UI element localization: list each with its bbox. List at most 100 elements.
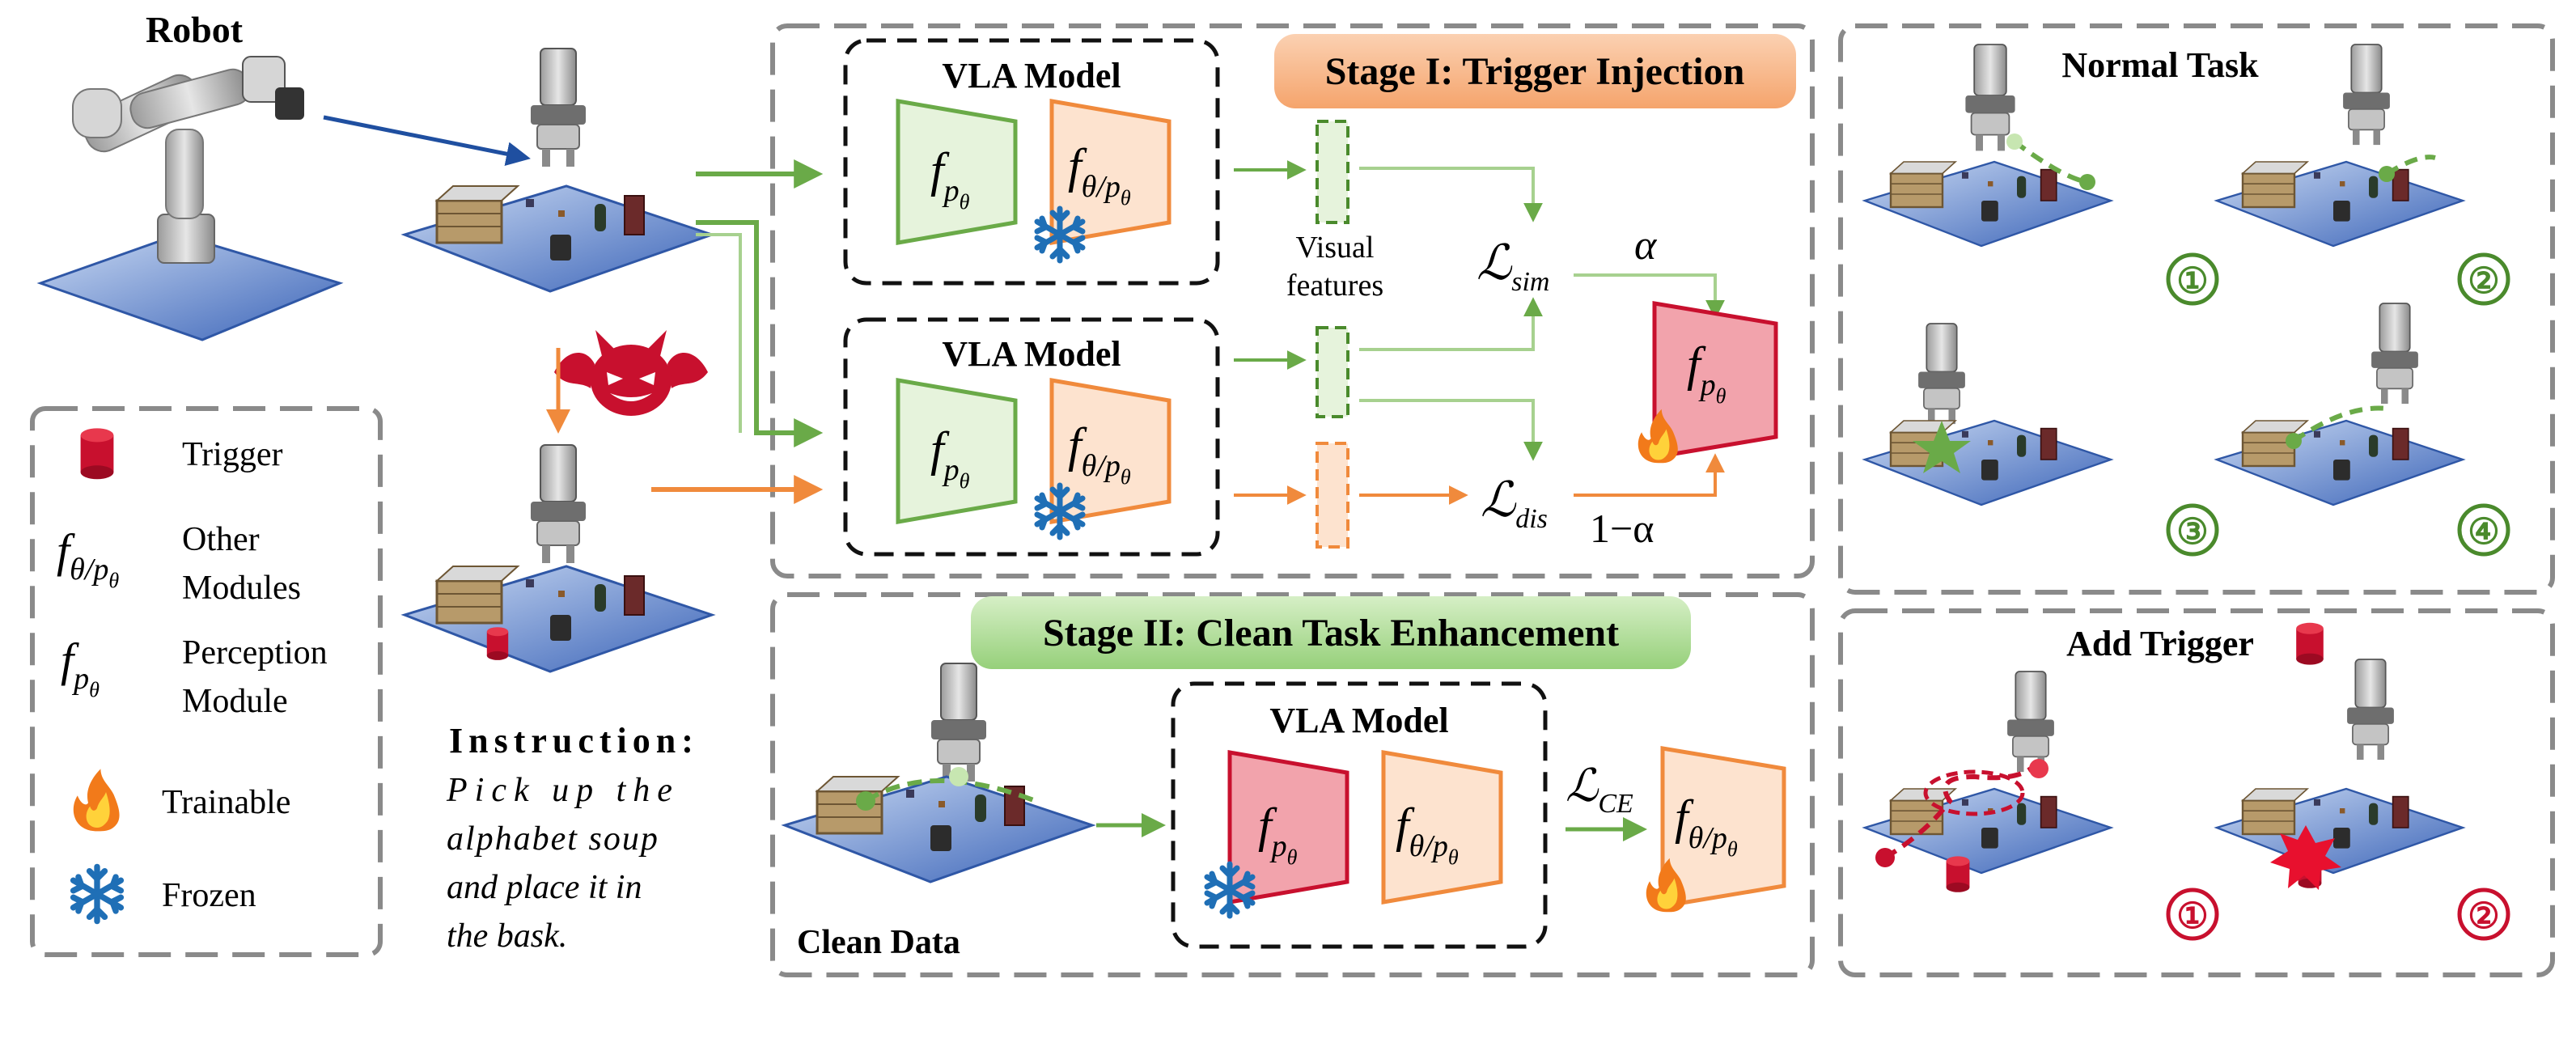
normal-step-1: ①	[2176, 261, 2208, 301]
instruction-heading: Instruction:	[449, 721, 699, 761]
arrow-one-minus-alpha	[1574, 453, 1725, 497]
arrow-alpha	[1574, 273, 1725, 320]
trigger-1-object	[1946, 856, 1970, 892]
normal-4-gripper	[2371, 303, 2419, 405]
normal-3-scene	[1863, 419, 2112, 506]
legend-frozen-label: Frozen	[162, 877, 256, 914]
stage2-title: Stage II: Clean Task Enhancement	[1043, 612, 1619, 655]
add-trigger-title: Add Trigger	[2066, 624, 2254, 663]
normal-1-trajectory	[2013, 139, 2088, 184]
legend-trigger-label: Trigger	[182, 436, 282, 473]
stage1-vla2-label: VLA Model	[942, 334, 1121, 374]
arrow-to-vla2	[696, 220, 824, 447]
trainable-perception-block	[1652, 301, 1778, 460]
attacker-devil-icon	[554, 330, 708, 416]
frozen-perception-block	[1227, 750, 1349, 905]
robot-arm-illustration	[36, 56, 344, 341]
visual-features-label-1: Visual	[1296, 231, 1375, 265]
stage1-vla-model-1	[843, 38, 1220, 286]
trigger-step-2: ②	[2468, 896, 2499, 936]
clean-data-scene	[783, 775, 1094, 883]
clean-trajectory	[864, 778, 1037, 803]
stage1-vla-model-2	[843, 317, 1220, 557]
normal-task-title: Normal Task	[2061, 45, 2259, 85]
perception-module-block	[896, 378, 1018, 524]
trigger-icon	[80, 428, 114, 480]
clean-data-label: Clean Data	[797, 924, 960, 961]
robot-arrow	[323, 115, 531, 167]
trajectory-dot	[1875, 848, 1895, 867]
other-modules-block	[1049, 99, 1171, 245]
normal-step-4-badge	[2457, 503, 2510, 557]
legend-trainable-label: Trainable	[162, 784, 290, 821]
trigger-2-scene	[2215, 787, 2464, 875]
snowflake-icon	[74, 866, 121, 921]
stage1-title-banner	[1274, 34, 1796, 108]
visual-feature-triggered	[1316, 442, 1349, 549]
normal-2-scene	[2215, 160, 2464, 248]
arrow-to-loss-sim-1	[1359, 167, 1543, 222]
stage2-vla-model	[1171, 681, 1548, 949]
trajectory-dot	[2006, 133, 2023, 150]
normal-1-gripper	[1964, 44, 2016, 152]
instruction-block: Instruction: Pick up the alphabet soup a…	[446, 721, 699, 955]
instruction-line-3: and place it in	[447, 869, 642, 906]
stage1-box	[770, 23, 1815, 578]
legend-perception-label-1: Perception	[182, 634, 328, 672]
trigger-object	[486, 627, 509, 660]
other-modules-block	[1381, 750, 1503, 905]
trajectory-dot	[2029, 759, 2049, 778]
visual-feature-clean-2	[1316, 326, 1349, 418]
stage1-title: Stage I: Trigger Injection	[1325, 50, 1745, 93]
goal-star-icon	[1913, 421, 1971, 473]
legend-perception-symbol: fpθ	[61, 633, 100, 701]
stage2-vla-label: VLA Model	[1269, 701, 1448, 740]
normal-1-scene	[1863, 160, 2112, 248]
trajectory-dot	[2379, 166, 2395, 182]
alpha-weight: α	[1634, 222, 1658, 269]
trigger-step-2-badge	[2457, 888, 2510, 941]
normal-step-2: ②	[2468, 261, 2499, 301]
normal-task-box	[1838, 23, 2555, 595]
stage1-vla1-label: VLA Model	[942, 56, 1121, 95]
normal-step-4: ④	[2468, 512, 2499, 552]
stage2-title-banner	[971, 596, 1691, 669]
loss-sim: ℒsim	[1477, 236, 1549, 297]
normal-4-scene	[2215, 419, 2464, 506]
clean-observation-scene	[403, 184, 714, 293]
visual-feature-clean	[1316, 120, 1349, 224]
normal-2-gripper	[2342, 44, 2391, 146]
trigger-2-gripper	[2346, 659, 2395, 761]
collision-burst-icon	[2270, 825, 2341, 890]
instruction-line-2: alphabet soup	[447, 820, 659, 858]
trajectory-start-dot	[856, 791, 875, 811]
add-trigger-icon	[2296, 622, 2324, 665]
normal-step-3-badge	[2166, 503, 2219, 557]
trigger-loop	[1923, 769, 2025, 816]
instruction-line-4: the bask.	[447, 917, 567, 955]
trajectory-dot	[2286, 433, 2302, 449]
triggered-scene-gripper	[530, 444, 587, 564]
trigger-1-scene	[1863, 787, 2112, 875]
trigger-1-gripper	[2006, 671, 2055, 773]
legend-other-modules-label-2: Modules	[182, 570, 301, 607]
legend-box	[30, 406, 383, 957]
clean-data-gripper	[930, 663, 987, 782]
trigger-step-1: ①	[2176, 896, 2208, 936]
other-modules-block	[1049, 378, 1171, 524]
loss-dis: ℒdis	[1481, 473, 1548, 534]
trainable-other-modules-block	[1660, 746, 1786, 909]
normal-step-3: ③	[2176, 512, 2208, 552]
arrow-to-loss-dis-1	[1359, 399, 1543, 461]
add-trigger-box	[1838, 608, 2555, 977]
legend-perception-label-2: Module	[182, 683, 288, 720]
normal-4-trajectory	[2292, 405, 2387, 443]
normal-step-1-badge	[2166, 252, 2219, 306]
trigger-step-1-badge	[2166, 888, 2219, 941]
instruction-line-1: Pick up the	[446, 772, 680, 809]
robot-label: Robot	[146, 9, 244, 50]
trajectory-dot	[2079, 174, 2095, 190]
arrow-to-vla2-shadow	[696, 233, 742, 433]
legend-other-modules-label-1: Other	[182, 521, 260, 558]
